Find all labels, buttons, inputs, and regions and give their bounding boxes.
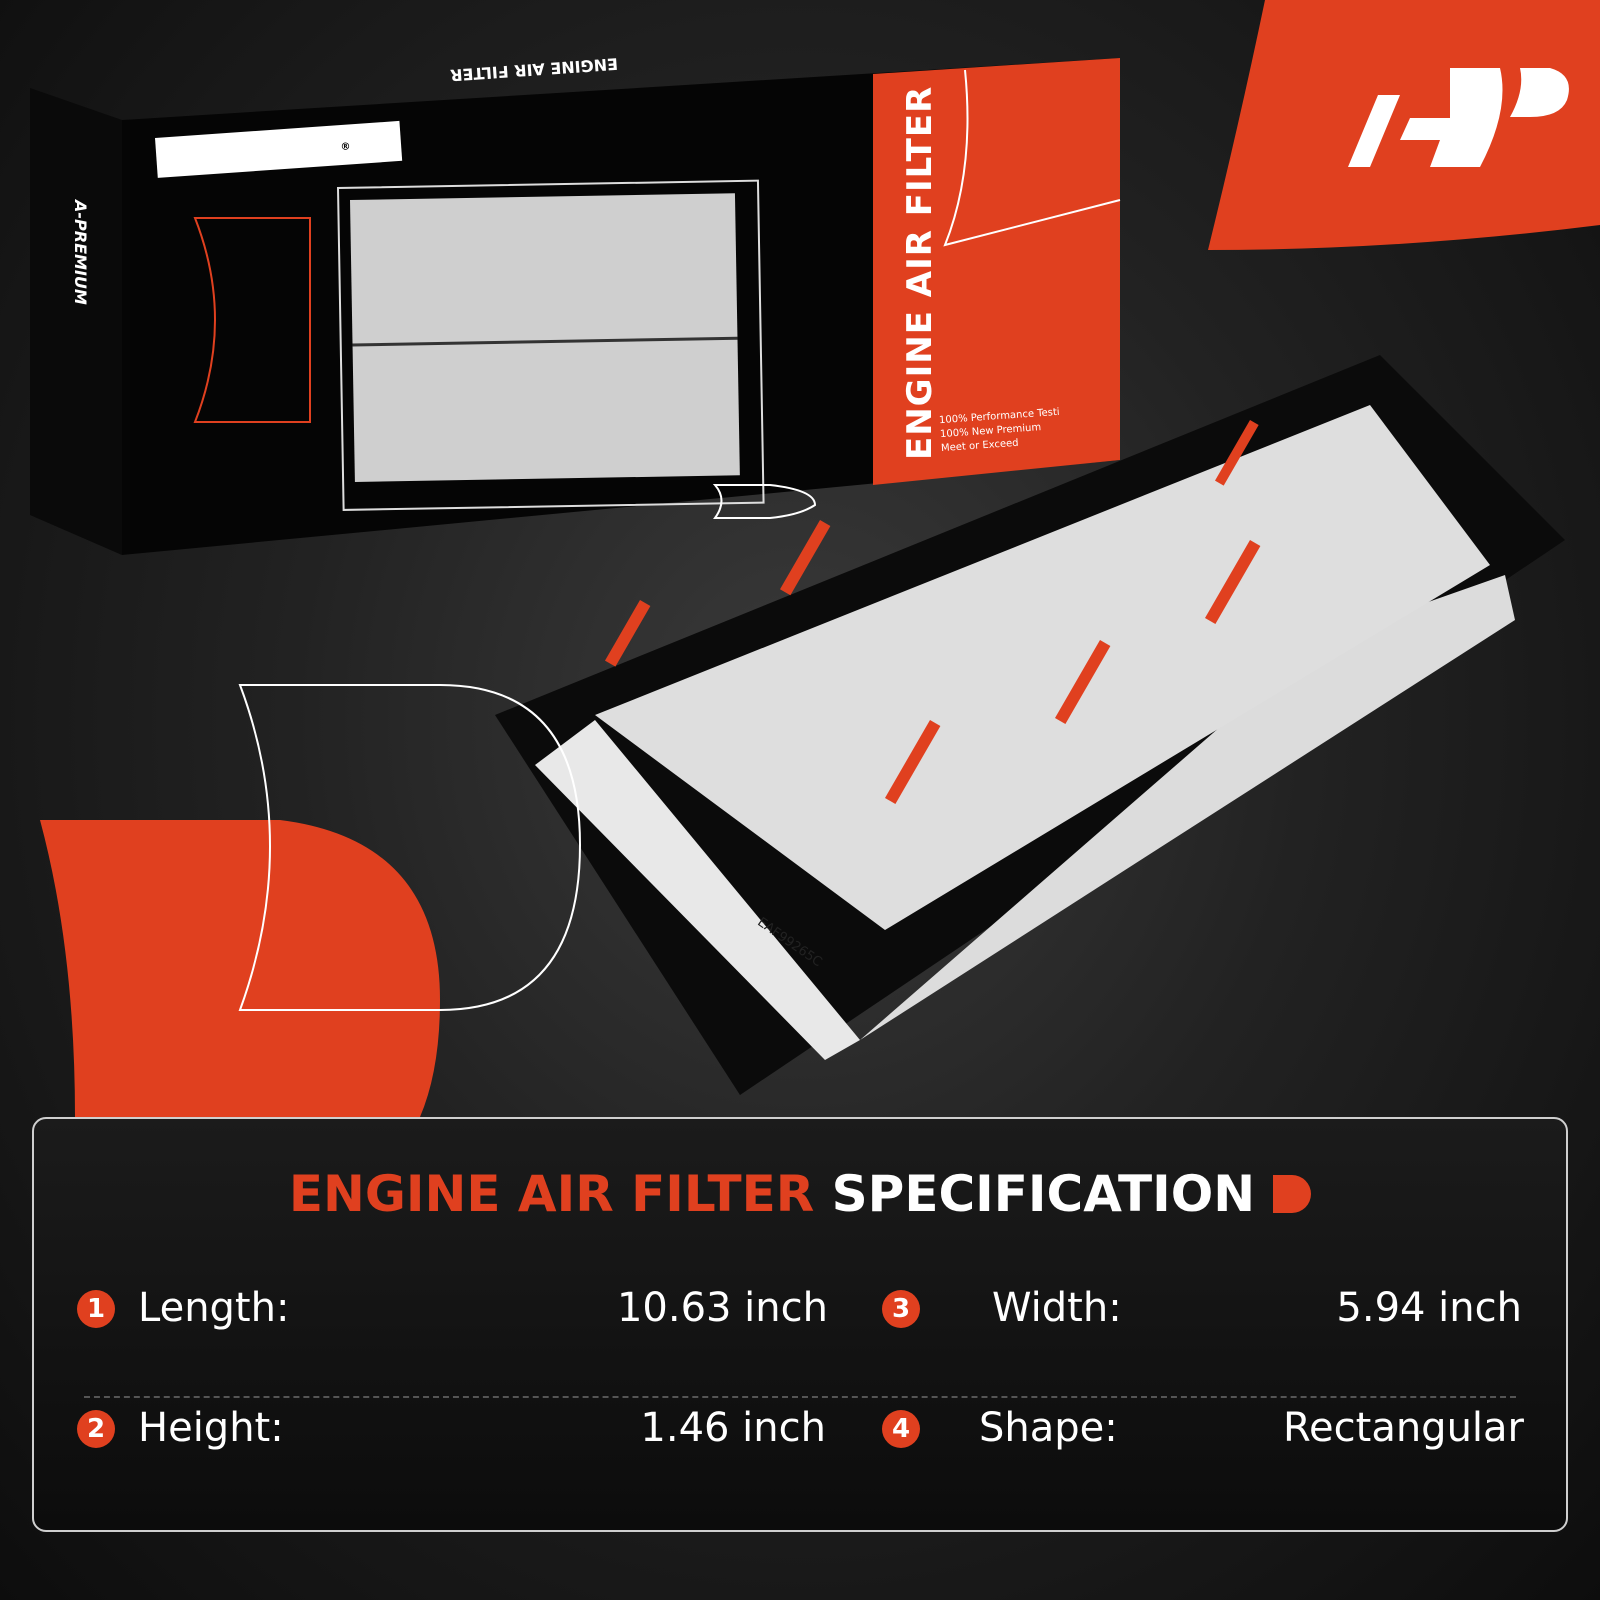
number-badge: 1 xyxy=(77,1290,115,1328)
filter-media xyxy=(595,405,1490,930)
registered-mark: ® xyxy=(340,141,351,154)
ap-logo-icon xyxy=(1348,68,1569,167)
filter-side xyxy=(535,720,860,1060)
box-orange-panel xyxy=(873,58,1120,485)
logo-corner-shape xyxy=(1208,0,1600,250)
box-brand-badge xyxy=(155,120,403,178)
spec-label: Width: xyxy=(992,1285,1122,1331)
spec-title-red: ENGINE AIR FILTER xyxy=(288,1165,815,1223)
spec-label: Height: xyxy=(138,1405,284,1451)
spec-title: ENGINE AIR FILTER SPECIFICATION xyxy=(34,1165,1566,1223)
spec-value: 10.63 inch xyxy=(616,1285,828,1331)
number-badge: 4 xyxy=(882,1410,920,1448)
spec-title-white: SPECIFICATION xyxy=(831,1165,1256,1223)
d-shape-icon xyxy=(1273,1175,1312,1213)
box-bullets: 100% Performance Testing 100% New Premiu… xyxy=(939,406,1062,456)
left-orange-shape xyxy=(40,820,440,1117)
box-title: ENGINE AIR FILTER xyxy=(900,85,940,460)
number-badge: 3 xyxy=(882,1290,920,1328)
divider xyxy=(84,1396,1516,1398)
spec-label: Length: xyxy=(138,1285,290,1331)
spec-value: 5.94 inch xyxy=(1336,1285,1522,1331)
spec-value: 1.46 inch xyxy=(640,1405,826,1451)
spec-row: 1 Length: 10.63 inch 3 Width: 5.94 inch xyxy=(34,1279,1566,1339)
box-side-brand: A-PREMIUM xyxy=(71,200,90,305)
box-side xyxy=(30,88,122,555)
spec-row: 2 Height: 1.46 inch 4 Shape: Rectangular xyxy=(34,1399,1566,1459)
spec-value: Rectangular xyxy=(1283,1405,1524,1451)
number-badge: 2 xyxy=(77,1410,115,1448)
spec-panel: ENGINE AIR FILTER SPECIFICATION 1 Length… xyxy=(32,1117,1568,1532)
spec-label: Shape: xyxy=(979,1405,1118,1451)
